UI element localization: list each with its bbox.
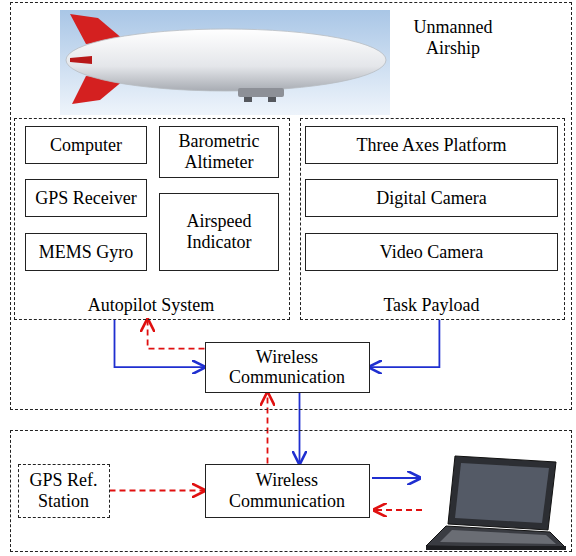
box-label: Computer <box>50 135 122 156</box>
box-label: Wireless Communication <box>210 470 365 511</box>
component-box: GPS Receiver <box>25 179 147 217</box>
subsystem-group: Autopilot System Computer Barometric Altim… <box>14 118 290 320</box>
data-arrow <box>370 320 440 368</box>
group-label: Task Payload <box>301 295 563 316</box>
box-label: Airspeed Indicator <box>164 211 274 252</box>
component-box: Digital Camera <box>305 179 558 217</box>
subsystem-group: Task Payload Three Axes PlatformDigital C… <box>300 118 565 320</box>
airship-region: Unmanned AirshipAutopilot System Computer… <box>10 2 572 410</box>
reference-box: GPS Ref. Station <box>18 464 110 518</box>
signal-arrow-dashed <box>148 320 205 349</box>
signal-arrow-dashed <box>267 393 269 464</box>
component-box: MEMS Gyro <box>25 233 147 271</box>
box-label: Barometric Altimeter <box>164 131 274 172</box>
laptop-link <box>372 478 422 510</box>
communication-box: Wireless Communication <box>205 464 370 518</box>
box-label: Three Axes Platform <box>357 135 507 156</box>
box-label: MEMS Gyro <box>39 242 134 263</box>
component-box: Barometric Altimeter <box>159 126 279 178</box>
box-label: Digital Camera <box>376 188 486 209</box>
component-box: Airspeed Indicator <box>159 193 279 271</box>
airship-picture <box>60 10 390 115</box>
communication-box: Wireless Communication <box>205 342 370 393</box>
box-label: GPS Receiver <box>35 188 136 209</box>
box-label: GPS Ref. Station <box>23 470 105 511</box>
ground-region: GPS Ref. Station Wireless Communication <box>10 430 572 552</box>
component-box: Video Camera <box>305 233 558 271</box>
box-label: Wireless Communication <box>210 347 365 388</box>
laptop-picture <box>426 456 566 550</box>
component-box: Computer <box>25 126 147 164</box>
group-label: Autopilot System <box>15 295 288 316</box>
data-arrow <box>115 320 205 368</box>
box-label: Video Camera <box>380 242 483 263</box>
component-box: Three Axes Platform <box>305 126 558 164</box>
data-arrow <box>299 393 301 464</box>
group-label: Unmanned Airship <box>397 17 509 58</box>
signal-arrow-dashed <box>110 490 205 492</box>
